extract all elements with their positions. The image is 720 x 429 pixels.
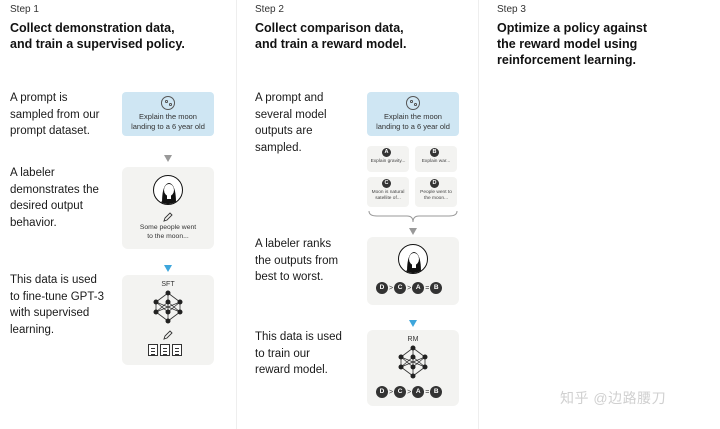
pencil-icon	[163, 209, 173, 227]
moon-icon	[406, 96, 420, 110]
rm-ranking-row: D> C> A= B	[376, 386, 443, 398]
column-divider-1	[236, 0, 237, 429]
labeler-avatar-icon	[153, 175, 183, 205]
step1-title: Collect demonstration data, and train a …	[10, 21, 185, 51]
step2-arrow-1	[409, 228, 417, 235]
step1-arrow-1	[164, 155, 172, 162]
labeler-avatar-icon	[398, 244, 428, 274]
output-card-a: A Explain gravity...	[367, 146, 409, 172]
step1-label: Step 1	[10, 4, 39, 15]
moon-icon	[161, 96, 175, 110]
step2-rm-card: RM D> C> A= B	[367, 330, 459, 406]
watermark: 知乎 @边路腰刀	[560, 390, 667, 406]
rm-model-label: RM	[407, 336, 419, 343]
neural-network-icon	[150, 290, 186, 329]
documents-icon	[147, 343, 183, 361]
step1-output-text: Some people went to the moon...	[139, 224, 197, 240]
output-card-b: B Explain war...	[415, 146, 457, 172]
step2-arrow-2	[409, 320, 417, 327]
step2-ranking-card: D> C> A= B	[367, 237, 459, 305]
sft-model-label: SFT	[161, 281, 175, 288]
step2-title: Collect comparison data, and train a rew…	[255, 21, 407, 51]
step1-sft-card: SFT	[122, 275, 214, 365]
step1-labeler-card: Some people went to the moon...	[122, 167, 214, 249]
step2-label: Step 2	[255, 4, 284, 15]
column-divider-2	[478, 0, 479, 429]
step2-prompt-card: Explain the moon landing to a 6 year old	[367, 92, 459, 136]
step1-prompt-card: Explain the moon landing to a 6 year old	[122, 92, 214, 136]
step3-title: Optimize a policy against the reward mod…	[497, 21, 648, 67]
ranking-row: D> C> A= B	[376, 282, 443, 294]
bracket-connector	[367, 210, 459, 229]
step1-arrow-2	[164, 265, 172, 272]
neural-network-icon	[395, 345, 431, 384]
step3-label: Step 3	[497, 4, 526, 15]
pencil-icon	[163, 327, 173, 345]
